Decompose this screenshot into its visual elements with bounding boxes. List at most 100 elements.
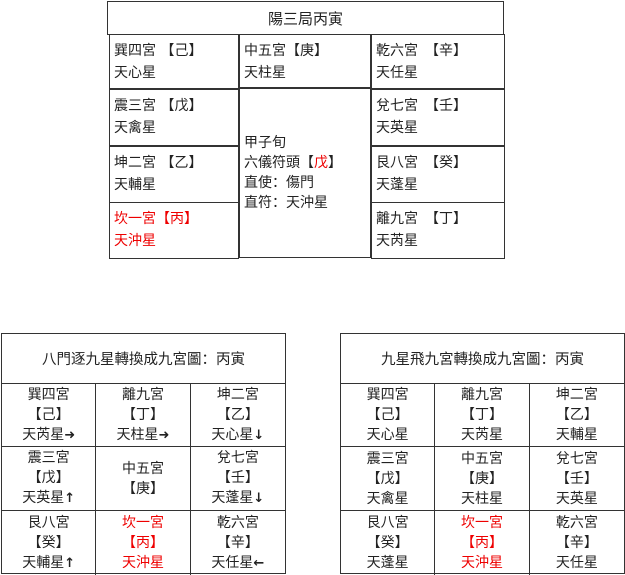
palace-label: 乾六宮: [216, 514, 259, 531]
arrow-icon: ➜: [158, 427, 170, 443]
palace-label: 離九宮: [460, 387, 503, 403]
star-name: 天任星: [211, 554, 254, 571]
palace-label: 離九宮 【丁】: [376, 211, 467, 227]
star-label: 天沖星: [435, 553, 528, 573]
palace-cell: 乾六宮 【辛】天任星: [371, 34, 505, 89]
stem-label: 【癸】: [366, 535, 409, 551]
star-name: 天英星: [22, 490, 65, 506]
stem-label: 【戊】: [27, 470, 70, 486]
palace-label: 兌七宮 【壬】: [376, 98, 467, 114]
star-name: 天沖星: [121, 555, 164, 571]
palace-cell: 坤二宮 【乙】天輔星: [109, 146, 239, 203]
star-name: 天心星: [211, 426, 254, 443]
palace-cell: 兌七宮 【壬】天英星: [371, 89, 505, 146]
stem-label: 【辛】: [216, 534, 259, 551]
star-name: 天輔星: [555, 427, 598, 443]
star-label: 天柱星: [435, 489, 528, 509]
palace-cell: 艮八宮【癸】天蓬星: [341, 511, 436, 575]
star-name: 天禽星: [366, 490, 409, 507]
star-label: 天沖星: [96, 553, 189, 573]
star-label: 天心星↓: [191, 425, 285, 446]
star-name: 天柱星: [460, 490, 503, 507]
palace-label: 中五宮: [460, 450, 503, 467]
star-name: 天芮星: [22, 426, 65, 443]
star-name: 天輔星: [22, 554, 65, 571]
fu-tou-stem: 戊: [314, 155, 328, 171]
grid-right: 九星飛九宮轉換成九宮圖：丙寅 巽四宮【己】天心星離九宮【丁】天芮星坤二宮【乙】天…: [340, 333, 625, 575]
palace-cell: 坎一宮【丙】天沖星: [435, 511, 530, 575]
stem-label: 【壬】: [555, 470, 598, 487]
star-label: 天輔星: [530, 425, 624, 445]
fu-tou-prefix: 六儀符頭【: [244, 155, 314, 171]
star-name: 天蓬星: [211, 490, 254, 506]
palace-cell: 巽四宮【己】天心星: [341, 384, 436, 447]
palace-cell: 中五宮【庚】天柱星: [239, 34, 371, 88]
star-label: 天沖星: [114, 233, 156, 249]
star-label: 天芮星: [376, 233, 418, 249]
palace-label: 巽四宮 【己】: [114, 43, 203, 59]
star-label: 天輔星: [114, 177, 156, 193]
star-label: 天柱星: [244, 65, 286, 81]
star-label: 天蓬星: [376, 177, 418, 193]
palace-label: 兌七宮: [216, 450, 259, 466]
stem-label: 【庚】: [121, 480, 164, 497]
palace-cell: 震三宮【戊】天禽星: [341, 447, 436, 511]
palace-label: 巽四宮: [27, 386, 70, 403]
xun-label: 甲子旬: [244, 135, 286, 151]
star-name: 天蓬星: [366, 555, 409, 571]
palace-cell: 巽四宮 【己】天心星: [109, 34, 239, 89]
arrow-icon: ↓: [253, 491, 265, 506]
star-name: 天柱星: [116, 426, 159, 443]
palace-cell: 坎一宮【丙】天沖星: [96, 511, 191, 575]
palace-cell: 震三宮 【戊】天禽星: [109, 89, 239, 146]
star-label: 天芮星: [435, 425, 528, 445]
zhi-shi-label: 直使：傷門: [244, 175, 314, 191]
stem-label: 【乙】: [555, 407, 598, 423]
fu-tou-label: 六儀符頭【戊】: [244, 153, 366, 173]
grid-left-title: 八門逐九星轉換成九宮圖：丙寅: [2, 334, 285, 384]
palace-label: 震三宮 【戊】: [114, 98, 203, 114]
palace-cell: 離九宮【丁】天柱星➜: [96, 384, 191, 447]
palace-label: 坎一宮: [121, 515, 164, 531]
stem-label: 【辛】: [555, 535, 598, 551]
stem-label: 【丁】: [121, 406, 164, 423]
star-label: 天禽星: [114, 120, 156, 136]
palace-cell: 離九宮 【丁】天芮星: [371, 202, 505, 259]
stem-label: 【戊】: [366, 470, 409, 487]
stem-label: 【己】: [27, 406, 70, 423]
palace-cell: 艮八宮【癸】天輔星↑: [2, 511, 97, 575]
stem-label: 【癸】: [27, 534, 70, 551]
palace-label: 兌七宮: [555, 450, 598, 467]
star-label: 天任星←: [191, 553, 285, 574]
palace-cell: 乾六宮【辛】天任星←: [191, 511, 285, 575]
stem-label: 【庚】: [460, 470, 503, 487]
palace-label: 乾六宮: [555, 515, 598, 531]
stem-label: 【己】: [366, 407, 409, 423]
palace-label: 坎一宮【丙】: [114, 211, 198, 227]
palace-label: 乾六宮 【辛】: [376, 43, 467, 59]
palace-label: 中五宮【庚】: [244, 43, 328, 59]
palace-cell: 兌七宮【壬】天英星: [529, 447, 624, 511]
arrow-icon: ↑: [64, 491, 76, 506]
grid-left: 八門逐九星轉換成九宮圖：丙寅 巽四宮【己】天芮星➜離九宮【丁】天柱星➜坤二宮【乙…: [1, 333, 286, 575]
arrow-icon: ↑: [64, 555, 76, 571]
palace-label: 艮八宮: [27, 514, 70, 531]
palace-cell: 兌七宮【壬】天蓬星↓: [190, 447, 285, 511]
star-name: 天沖星: [460, 555, 503, 571]
star-label: 天英星: [530, 489, 624, 509]
top-title: 陽三局丙寅: [107, 1, 504, 35]
palace-cell: 艮八宮 【癸】天蓬星: [371, 146, 505, 203]
star-label: 天輔星↑: [2, 553, 95, 574]
star-label: 天柱星➜: [96, 425, 189, 446]
palace-label: 坤二宮 【乙】: [114, 155, 203, 171]
fu-tou-suffix: 】: [328, 155, 342, 171]
palace-label: 艮八宮 【癸】: [376, 155, 467, 171]
star-label: 天蓬星↓: [191, 488, 285, 509]
palace-label: 艮八宮: [366, 515, 409, 531]
center-info: 甲子旬 六儀符頭【戊】 直使：傷門 直符：天沖星: [239, 88, 371, 258]
star-label: 天英星↑: [2, 488, 95, 509]
stem-label: 【壬】: [216, 470, 259, 486]
star-name: 天心星: [366, 427, 409, 443]
star-name: 天芮星: [460, 427, 503, 443]
palace-cell-highlight: 坎一宮【丙】天沖星: [109, 202, 239, 259]
